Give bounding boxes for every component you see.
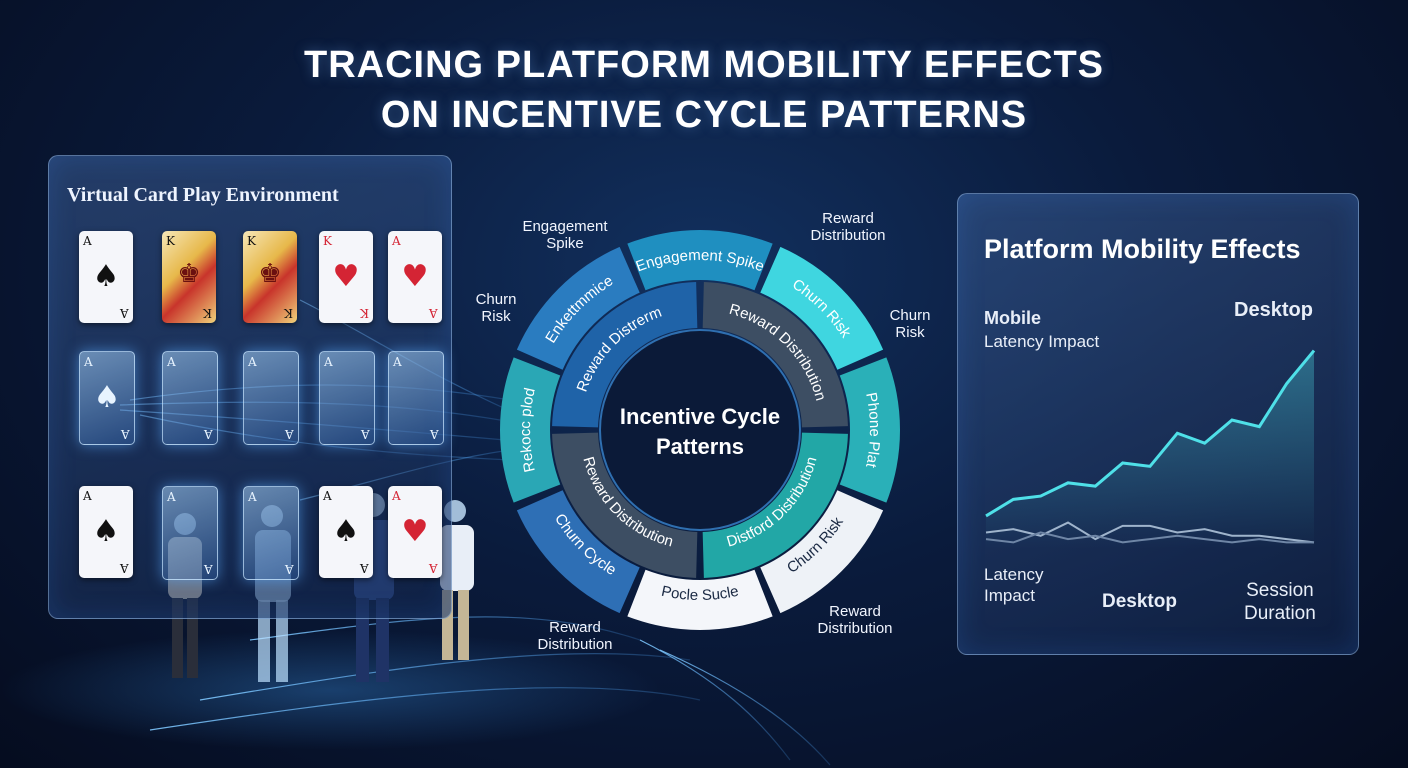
card-rank: K bbox=[166, 234, 175, 248]
outside-label-reward-bottom-right: Reward Distribution bbox=[817, 603, 893, 637]
playing-card: K♚K bbox=[162, 231, 216, 323]
segment-label: Rekocc plod bbox=[517, 386, 539, 473]
card-suit-icon: ♥ bbox=[401, 259, 429, 294]
card-rank-bottom: K bbox=[360, 306, 369, 320]
card-rank: A bbox=[167, 490, 176, 504]
label-desktop-bottom: Desktop bbox=[1102, 591, 1177, 612]
outside-label-churn-right: Churn Risk bbox=[889, 307, 931, 341]
card-rank: A bbox=[167, 355, 176, 369]
playing-card: A♠A bbox=[319, 486, 373, 578]
inner-segment bbox=[552, 432, 698, 578]
card-rank: A bbox=[392, 234, 401, 248]
playing-card: A♠A bbox=[79, 231, 133, 323]
card-suit-icon: ♥ bbox=[401, 514, 429, 549]
card-rank: A bbox=[392, 489, 401, 503]
card-rank-bottom: A bbox=[285, 562, 294, 576]
outer-segment bbox=[627, 230, 773, 291]
title-line-1: TRACING PLATFORM MOBILITY EFFECTS bbox=[304, 44, 1104, 86]
card-rank: A bbox=[83, 489, 92, 503]
card-rank-bottom: A bbox=[204, 427, 213, 441]
card-rank: K bbox=[323, 234, 332, 248]
card-rank-bottom: K bbox=[203, 306, 212, 320]
inner-segment bbox=[552, 282, 698, 428]
outside-label-engagement: Engagement Spike bbox=[522, 218, 608, 252]
card-suit-icon: ♠ bbox=[92, 259, 120, 294]
platform-mobility-panel: Platform Mobility Effects Mobile Latency… bbox=[957, 193, 1359, 655]
card-rank-bottom: A bbox=[430, 427, 439, 441]
platform-mobility-panel-title: Platform Mobility Effects bbox=[984, 234, 1301, 264]
card-rank: A bbox=[248, 490, 257, 504]
playing-card: A♠A bbox=[79, 486, 133, 578]
wheel-hub bbox=[599, 329, 801, 531]
wheel-center-line-2: Patterns bbox=[655, 434, 745, 459]
card-rank-bottom: A bbox=[121, 427, 130, 441]
playing-card: K♥K bbox=[319, 231, 373, 323]
inner-segment bbox=[702, 432, 848, 578]
label-session-duration: Session Duration bbox=[1244, 580, 1316, 624]
series-area bbox=[986, 350, 1314, 549]
series-line bbox=[985, 349, 1316, 518]
card-rank-bottom: A bbox=[204, 562, 213, 576]
card-rank-bottom: A bbox=[429, 306, 438, 320]
card-suit-icon: ♚ bbox=[177, 259, 201, 289]
outside-label-churn-left: Churn Risk bbox=[475, 291, 517, 325]
card-rank: A bbox=[248, 355, 257, 369]
outer-segment bbox=[627, 569, 773, 630]
series-line bbox=[985, 531, 1314, 544]
outer-segment bbox=[516, 246, 640, 370]
page-title: TRACING PLATFORM MOBILITY EFFECTS ON INC… bbox=[0, 40, 1408, 140]
card-rank-bottom: A bbox=[429, 561, 438, 575]
card-rank: A bbox=[84, 355, 93, 369]
floor-glow bbox=[0, 630, 660, 750]
card-rank: A bbox=[393, 355, 402, 369]
label-latency-top: Latency Impact bbox=[984, 332, 1100, 351]
wheel-center-label: Incentive Cycle Patterns bbox=[600, 402, 800, 462]
virtual-card-panel-title: Virtual Card Play Environment bbox=[67, 184, 339, 206]
series-line bbox=[985, 521, 1315, 544]
outer-segment bbox=[500, 357, 561, 503]
card-rank-bottom: A bbox=[285, 427, 294, 441]
outer-segment bbox=[839, 357, 900, 503]
segment-label: Pocle Sucle bbox=[660, 583, 740, 604]
card-rank: A bbox=[83, 234, 92, 248]
card-rank-bottom: A bbox=[120, 306, 129, 320]
card-rank: A bbox=[323, 489, 332, 503]
label-latency-bottom: Latency Impact bbox=[984, 565, 1044, 605]
outer-segment bbox=[760, 246, 884, 370]
card-suit-icon: ♠ bbox=[332, 514, 360, 549]
card-rank-bottom: K bbox=[284, 306, 293, 320]
outside-label-reward-bottom-left: Reward Distribution bbox=[537, 619, 613, 653]
card-rank: A bbox=[324, 355, 333, 369]
playing-card: A♠A bbox=[79, 351, 135, 445]
outside-label-reward-top: Reward Distribution bbox=[810, 210, 886, 244]
playing-card: A♥A bbox=[388, 231, 442, 323]
card-rank-bottom: A bbox=[361, 427, 370, 441]
card-suit-icon: ♠ bbox=[93, 380, 121, 415]
outer-segment bbox=[516, 490, 640, 614]
mobility-line-chart bbox=[985, 349, 1316, 549]
label-mobile: Mobile bbox=[984, 308, 1041, 328]
card-rank-bottom: A bbox=[120, 561, 129, 575]
label-desktop-top: Desktop bbox=[1234, 299, 1313, 321]
outer-segment bbox=[760, 490, 884, 614]
card-rank-bottom: A bbox=[360, 561, 369, 575]
card-suit-icon: ♠ bbox=[92, 514, 120, 549]
card-rank: K bbox=[247, 234, 256, 248]
playing-card: A♥A bbox=[388, 486, 442, 578]
card-suit-icon: ♚ bbox=[258, 259, 282, 289]
wheel-center-line-1: Incentive Cycle bbox=[619, 404, 781, 429]
title-line-2: ON INCENTIVE CYCLE PATTERNS bbox=[380, 94, 1028, 136]
inner-segment bbox=[702, 282, 848, 428]
playing-card: K♚K bbox=[243, 231, 297, 323]
card-suit-icon: ♥ bbox=[332, 259, 360, 294]
